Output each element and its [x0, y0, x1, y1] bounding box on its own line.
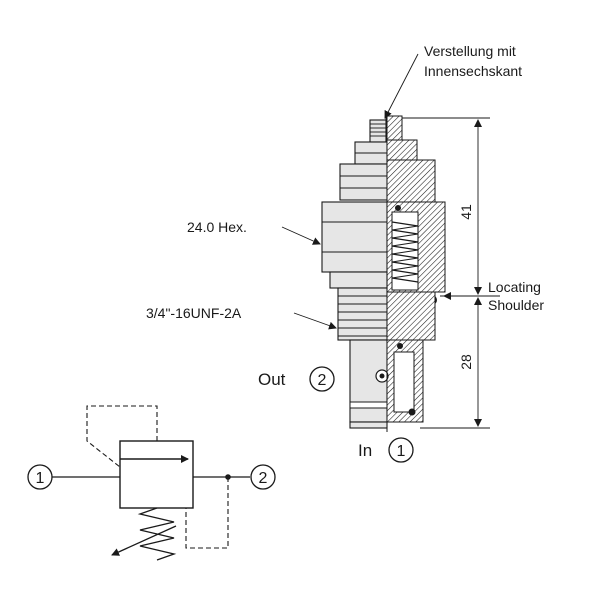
dimension-upper-value: 41 [458, 204, 474, 220]
thread-label: 3/4"-16UNF-2A [146, 305, 242, 321]
in-label: In [358, 441, 372, 460]
hex-label: 24.0 Hex. [187, 219, 247, 235]
valve-box [119, 440, 194, 509]
cartridge-valve [321, 112, 446, 432]
neck [329, 271, 388, 289]
cartridge-body [349, 339, 424, 429]
symbol-port-left-number: 1 [36, 470, 45, 487]
leader-lines [281, 53, 500, 330]
dimensions: 41 28 [402, 117, 490, 429]
adjust-label-line2: Innensechskant [424, 63, 522, 79]
locating-label-line2: Shoulder [488, 297, 544, 313]
locating-label-line1: Locating [488, 279, 541, 295]
out-label: Out [258, 370, 286, 389]
dimension-lower-value: 28 [458, 354, 474, 370]
adjust-screw [369, 115, 403, 147]
out-port-number: 2 [318, 372, 327, 389]
in-port-number: 1 [397, 443, 406, 460]
adjust-label-line1: Verstellung mit [424, 43, 516, 59]
drain-line [185, 477, 229, 549]
hex-leader [281, 226, 321, 245]
threaded-section [337, 287, 436, 341]
out-port-circle [309, 366, 335, 392]
adjust-leader [384, 53, 419, 119]
symbol-port-left-circle [27, 464, 53, 490]
thread-leader [293, 312, 337, 330]
hydraulic-symbol: 1 2 [27, 405, 276, 561]
pilot-line [86, 405, 158, 468]
symbol-port-right-circle [250, 464, 276, 490]
adjustable-arrow-icon [111, 525, 177, 556]
symbol-port-right-number: 2 [259, 470, 268, 487]
in-port-circle [388, 437, 414, 463]
main-hex [321, 201, 446, 305]
